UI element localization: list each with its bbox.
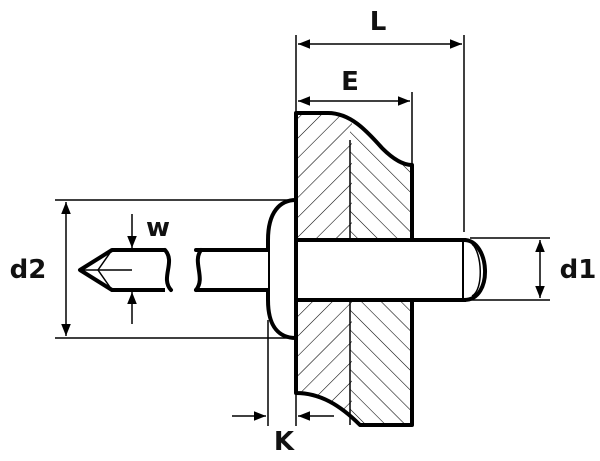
mandrel <box>194 248 270 292</box>
dimension-w: w <box>127 213 170 324</box>
label-E: E <box>341 67 359 97</box>
dimension-K: K <box>232 320 334 457</box>
dimension-d2: d2 <box>10 199 290 339</box>
dimension-E: E <box>298 67 413 165</box>
rivet-sleeve <box>266 197 487 341</box>
label-K: K <box>274 427 295 457</box>
label-d1: d1 <box>560 255 597 285</box>
dimension-L: L <box>295 7 465 232</box>
dimension-d1: d1 <box>470 237 597 301</box>
label-L: L <box>370 7 387 37</box>
mandrel-tip <box>78 248 173 292</box>
label-w: w <box>146 213 170 243</box>
label-d2: d2 <box>10 255 47 285</box>
